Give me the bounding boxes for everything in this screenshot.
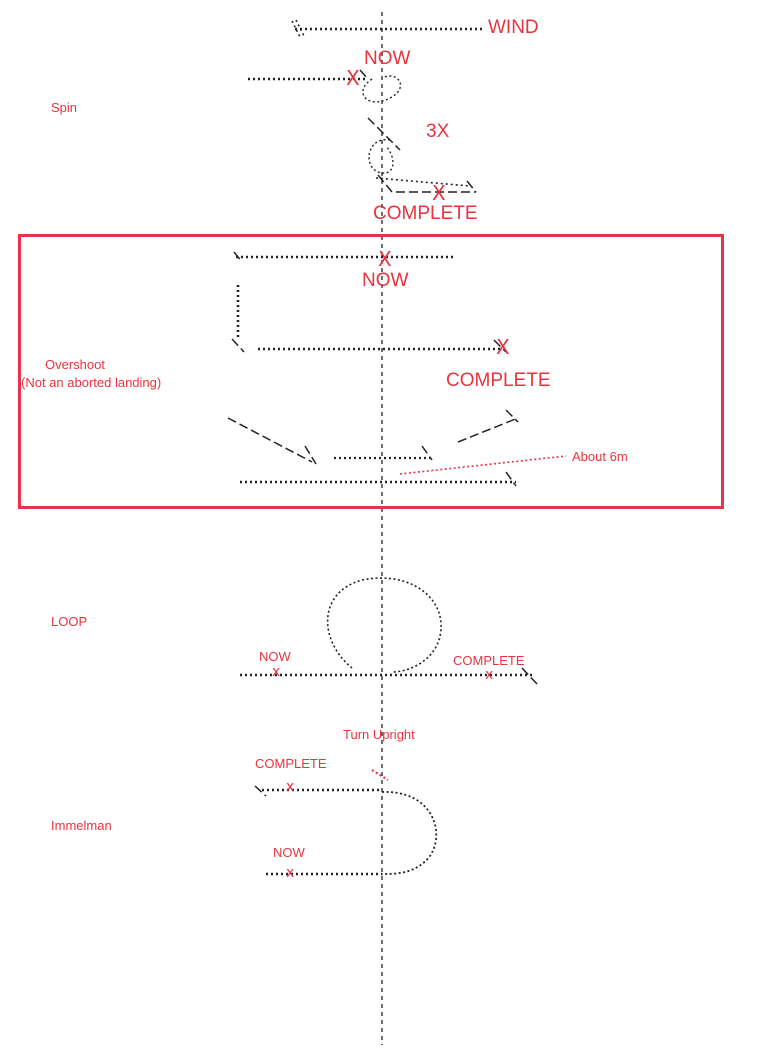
loop-now-label: NOW: [259, 649, 291, 664]
loop-label: LOOP: [51, 614, 88, 629]
overshoot-now-label: NOW: [362, 270, 409, 291]
overshoot-now-marker: X: [378, 247, 392, 271]
overshoot-highlight-box: [18, 234, 724, 509]
immelman-now-marker: x: [286, 865, 295, 881]
spin-now-marker: X: [346, 66, 360, 90]
spin-label: Spin: [51, 100, 78, 115]
overshoot-path: [227, 251, 567, 487]
immelman-label: Immelman: [51, 818, 112, 833]
immelman-path: [254, 769, 438, 876]
loop-complete-marker: x: [485, 667, 494, 683]
immelman-complete-label: COMPLETE: [255, 756, 327, 771]
spin-complete-marker: X: [432, 181, 446, 205]
immelman-complete-marker: x: [286, 779, 295, 795]
spin-path: [248, 69, 477, 193]
loop-path: [240, 577, 539, 686]
spin-complete-label: COMPLETE: [373, 203, 478, 224]
loop-complete-label: COMPLETE: [453, 653, 525, 668]
overshoot-complete-marker: X: [496, 335, 510, 359]
immelman-now-label: NOW: [273, 845, 305, 860]
overshoot-label-line2: (Not an aborted landing): [21, 375, 162, 390]
spin-now-label: NOW: [364, 48, 411, 69]
spin-rotations-label: 3X: [426, 121, 450, 142]
wind-arrow: [291, 19, 485, 38]
wind-label: WIND: [488, 17, 539, 38]
overshoot-complete-label: COMPLETE: [446, 370, 551, 391]
overshoot-label-line1: Overshoot: [45, 357, 105, 372]
immelman-turn-upright-label: Turn Upright: [343, 727, 415, 742]
overshoot-distance-label: About 6m: [572, 449, 628, 464]
loop-now-marker: x: [272, 664, 281, 680]
